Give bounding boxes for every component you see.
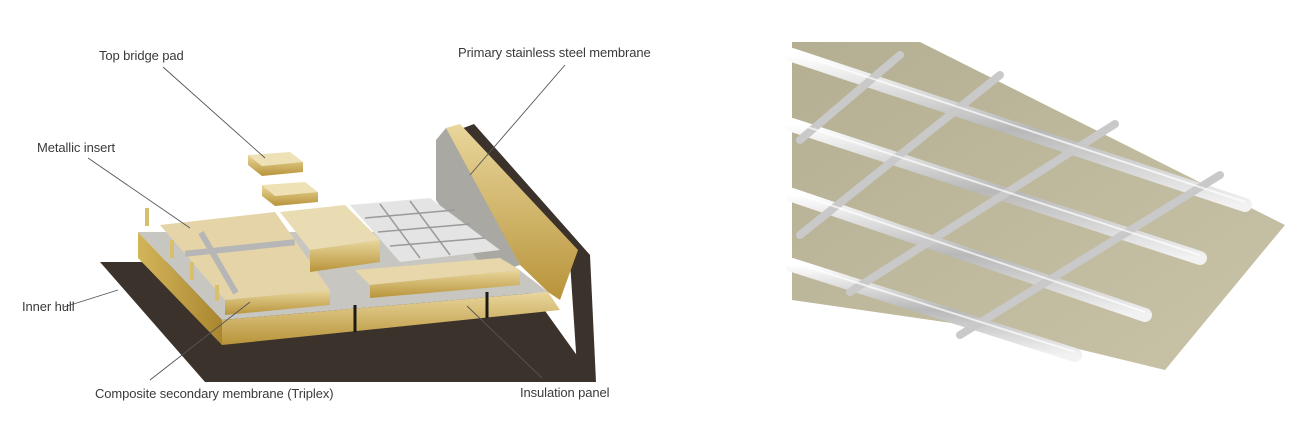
wall-insulation — [446, 124, 578, 300]
bridge-pad-2-shape — [262, 182, 318, 196]
tube-highlights — [791, 51, 1246, 353]
top-bridge-pad-front — [248, 155, 303, 176]
bridge-block-top — [280, 205, 380, 250]
leader-inner-hull — [63, 289, 119, 308]
bridge-block-front — [310, 240, 380, 272]
label-top-bridge-pad: Top bridge pad — [99, 48, 184, 63]
anchor-pegs — [145, 208, 219, 301]
primary-panel-right — [355, 258, 520, 285]
leader-secondary-membrane — [149, 301, 251, 381]
leader-insulation-panel — [466, 305, 543, 379]
leader-lines — [63, 64, 566, 381]
leader-metallic-insert — [87, 157, 191, 229]
secondary-insulation-front — [138, 232, 222, 345]
primary-panel-right-front — [370, 270, 520, 298]
label-metallic-insert: Metallic insert — [37, 140, 115, 155]
label-inner-hull: Inner hull — [22, 299, 75, 314]
label-secondary-membrane: Composite secondary membrane (Triplex) — [95, 386, 334, 401]
corrugated-membrane-render — [785, 42, 1285, 370]
label-primary-membrane: Primary stainless steel membrane — [458, 45, 651, 60]
primary-panel-front — [225, 290, 330, 315]
label-insulation-panel: Insulation panel — [520, 385, 610, 400]
leader-primary-membrane — [469, 64, 566, 176]
bridge-pad-2-front — [262, 185, 318, 206]
wall-membrane — [436, 128, 520, 275]
leader-top-bridge-pad — [162, 66, 266, 159]
transverse-corrugations — [796, 51, 1224, 339]
corrugation-lines — [364, 200, 486, 259]
metallic-insert-strip — [198, 231, 239, 295]
secondary-insulation-side — [222, 292, 560, 345]
